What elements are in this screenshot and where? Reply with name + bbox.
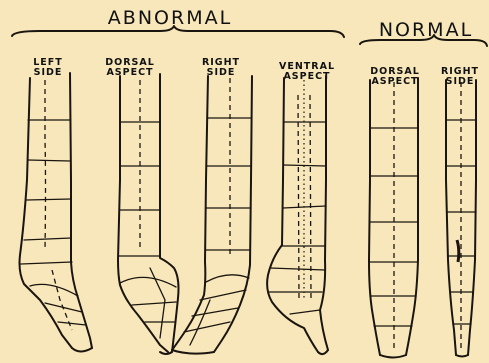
normal-right-side-tail <box>446 80 476 357</box>
abnormal-right-side-tail <box>172 76 252 354</box>
normal-dorsal-tail <box>369 78 418 358</box>
normal-brace <box>360 35 487 46</box>
abnormal-dorsal-tail <box>118 74 179 354</box>
abnormal-left-side-tail <box>20 73 93 352</box>
abnormal-brace <box>12 26 344 37</box>
abnormal-ventral-tail <box>267 76 328 354</box>
